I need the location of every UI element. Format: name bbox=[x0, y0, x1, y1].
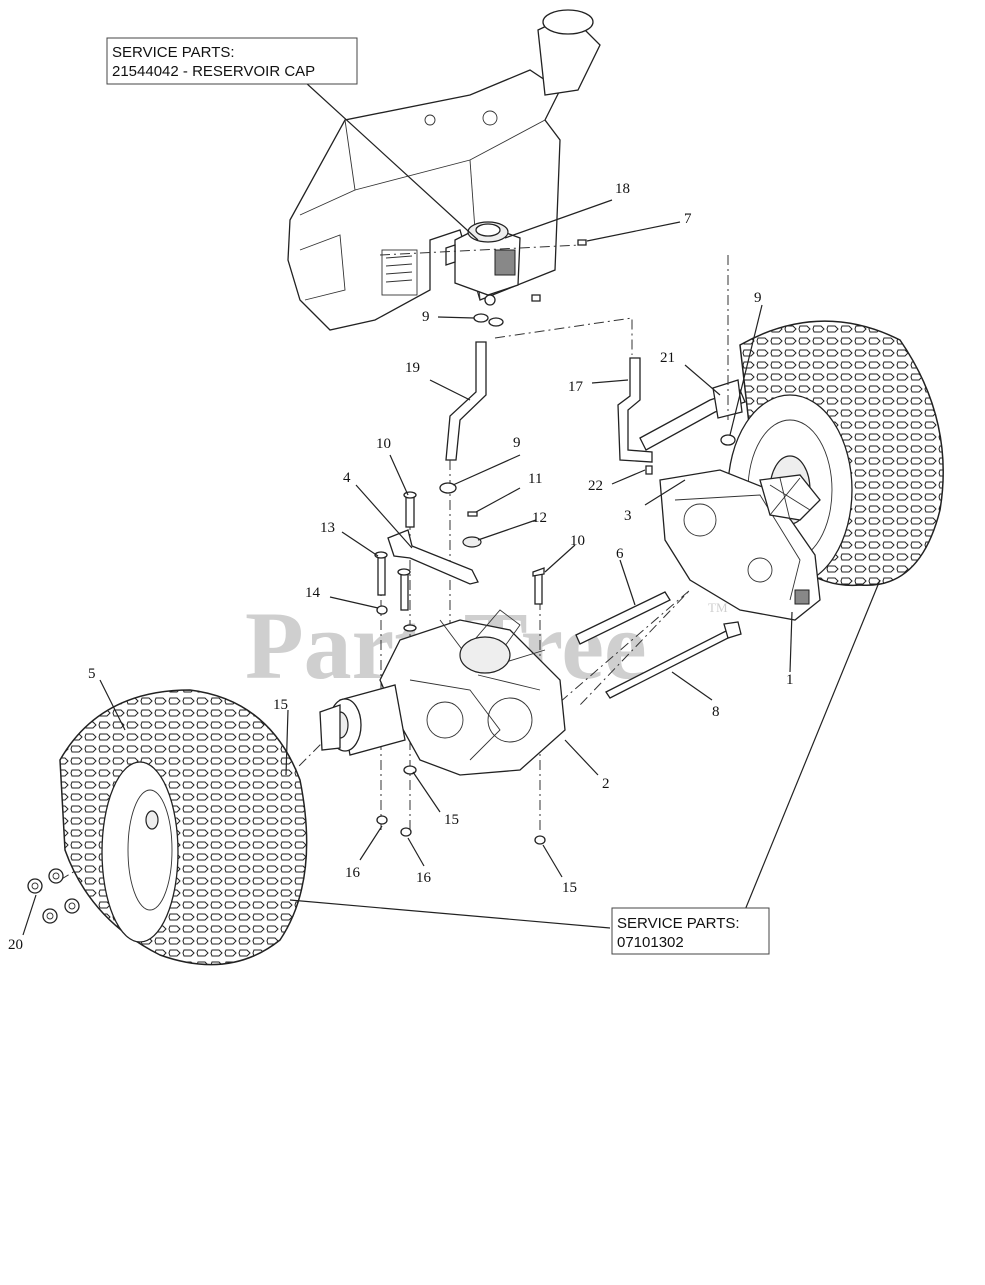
reservoir bbox=[445, 221, 521, 306]
label-19: 19 bbox=[405, 360, 420, 376]
left-transaxle bbox=[280, 609, 566, 845]
bolts bbox=[374, 434, 736, 615]
label-18: 18 bbox=[615, 181, 630, 197]
label-20: 20 bbox=[8, 937, 23, 953]
rod-6 bbox=[575, 591, 671, 645]
label-8: 8 bbox=[712, 704, 720, 720]
left-tire bbox=[59, 689, 308, 966]
label-14: 14 bbox=[305, 585, 321, 601]
label-16-left: 16 bbox=[345, 865, 361, 881]
label-4: 4 bbox=[343, 470, 351, 486]
reservoir-callout-line1: SERVICE PARTS: bbox=[112, 44, 235, 61]
label-15-mid: 15 bbox=[444, 812, 459, 828]
label-21: 21 bbox=[660, 350, 675, 366]
tire-callout: SERVICE PARTS: 07101302 bbox=[611, 907, 770, 955]
label-6: 6 bbox=[616, 546, 624, 562]
label-7: 7 bbox=[684, 211, 692, 227]
label-1: 1 bbox=[786, 672, 794, 688]
reservoir-callout-line2: 21544042 - RESERVOIR CAP bbox=[112, 63, 315, 80]
hose-19 bbox=[445, 341, 487, 461]
tire-callout-line1: SERVICE PARTS: bbox=[617, 915, 740, 932]
reservoir-cap-callout: SERVICE PARTS: 21544042 - RESERVOIR CAP bbox=[106, 37, 358, 85]
label-9-mid: 9 bbox=[513, 435, 521, 451]
label-12: 12 bbox=[532, 510, 547, 526]
tire-callout-line2: 07101302 bbox=[617, 934, 684, 951]
right-transaxle bbox=[659, 469, 821, 621]
hose-17 bbox=[617, 357, 653, 463]
label-10-left: 10 bbox=[376, 436, 391, 452]
label-17: 17 bbox=[568, 379, 584, 395]
watermark-tm: TM bbox=[708, 600, 728, 615]
label-22: 22 bbox=[588, 478, 603, 494]
label-9-top: 9 bbox=[422, 309, 430, 325]
lug-nuts bbox=[27, 868, 80, 924]
label-13: 13 bbox=[320, 520, 335, 536]
label-11: 11 bbox=[528, 471, 542, 487]
part-number-labels: 1 2 3 4 5 6 7 8 9 9 9 10 10 11 12 13 14 … bbox=[8, 181, 794, 953]
label-15-right: 15 bbox=[562, 880, 577, 896]
label-10-right: 10 bbox=[570, 533, 585, 549]
label-15-left: 15 bbox=[273, 697, 288, 713]
label-16-right: 16 bbox=[416, 870, 432, 886]
label-5: 5 bbox=[88, 666, 96, 682]
bracket-4 bbox=[387, 529, 479, 585]
label-3: 3 bbox=[624, 508, 632, 524]
leader-lines bbox=[22, 81, 881, 936]
hose-clamps-top bbox=[473, 239, 587, 327]
label-2: 2 bbox=[602, 776, 610, 792]
label-9-right: 9 bbox=[754, 290, 762, 306]
